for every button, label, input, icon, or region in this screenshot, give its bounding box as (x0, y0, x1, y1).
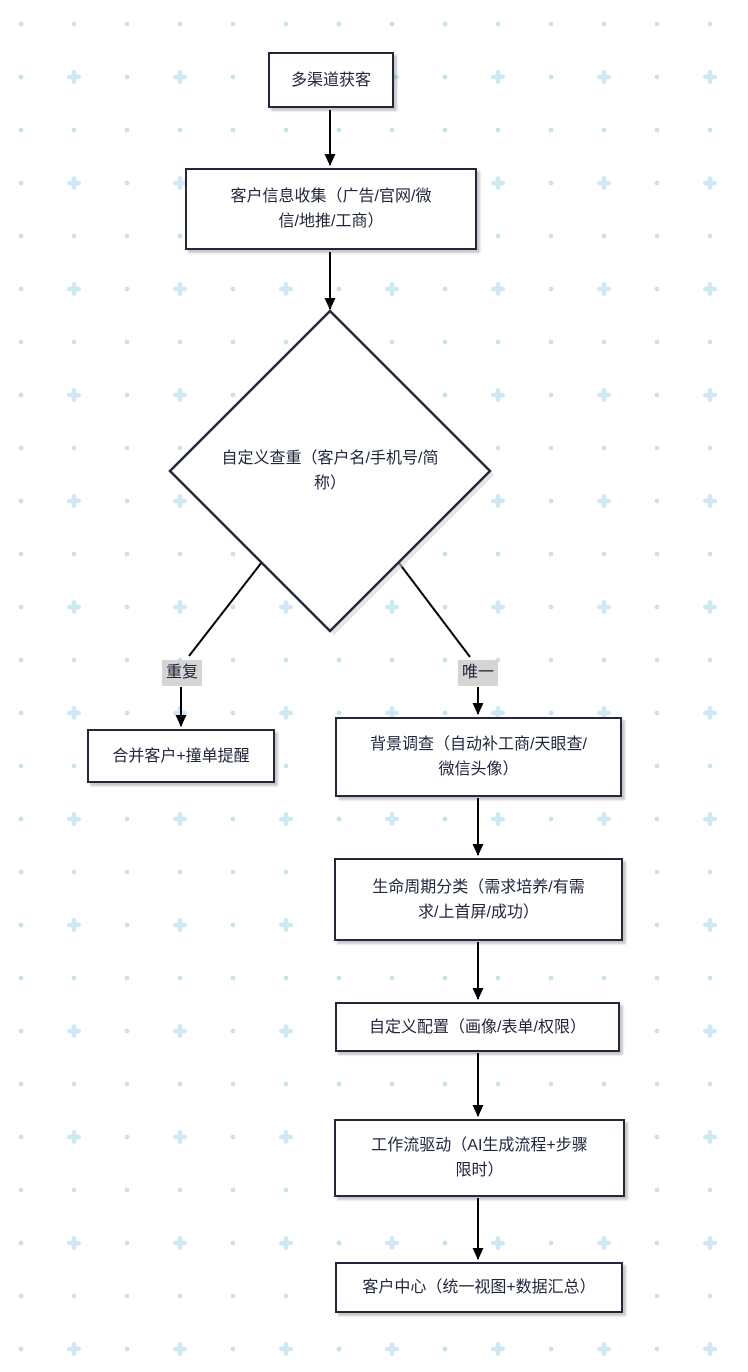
flow-node-custom-configuration[interactable]: 自定义配置（画像/表单/权限） (335, 1002, 620, 1052)
flow-node-lifecycle-classification[interactable]: 生命周期分类（需求培养/有需 求/上首屏/成功） (334, 858, 623, 941)
edge-dedupe-to-bgcheck-diagonal (398, 562, 471, 658)
flow-node-merge-customer-alert[interactable]: 合并客户+撞单提醒 (87, 729, 275, 783)
edge-dedupe-to-merge-diagonal (188, 561, 263, 657)
flow-node-workflow-driven[interactable]: 工作流驱动（AI生成流程+步骤 限时） (334, 1119, 625, 1197)
flow-node-multichannel-acquisition[interactable]: 多渠道获客 (268, 52, 394, 108)
flow-node-customer-info-collection[interactable]: 客户信息收集（广告/官网/微 信/地推/工商） (185, 168, 477, 250)
flow-node-background-investigation[interactable]: 背景调查（自动补工商/天眼查/ 微信头像） (335, 717, 622, 797)
flow-node-customer-center[interactable]: 客户中心（统一视图+数据汇总） (335, 1262, 623, 1313)
diamond-label: 自定义查重（客户名/手机号/简 称） (221, 450, 439, 492)
diamond-shape (168, 309, 494, 635)
edge-label-unique[interactable]: 唯一 (458, 660, 498, 686)
edge-label-duplicate[interactable]: 重复 (162, 660, 202, 686)
flow-node-custom-dedupe-check[interactable]: 自定义查重（客户名/手机号/简 称） (164, 305, 496, 637)
